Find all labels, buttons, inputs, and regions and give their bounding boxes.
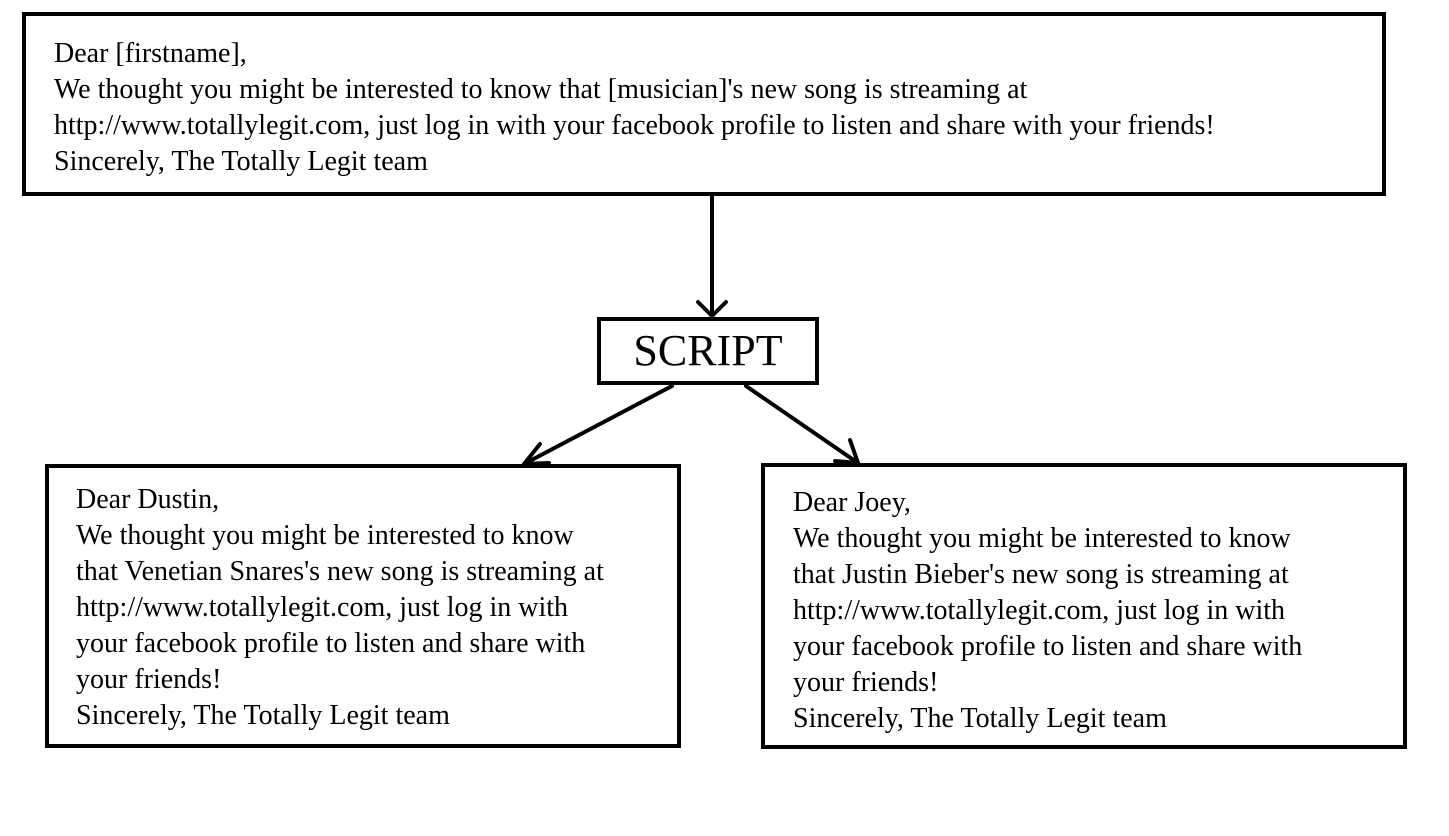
output-body-line: your facebook profile to listen and shar… — [76, 628, 586, 659]
output-letter-box-left: Dear Dustin, We thought you might be int… — [45, 464, 681, 748]
output-signoff: Sincerely, The Totally Legit team — [793, 703, 1167, 734]
script-label: SCRIPT — [633, 326, 783, 375]
template-body-line: http://www.totallylegit.com, just log in… — [54, 110, 1215, 141]
output-signoff: Sincerely, The Totally Legit team — [76, 700, 450, 731]
output-body-line: your friends! — [76, 664, 222, 695]
output-greeting: Dear Joey, — [793, 487, 911, 518]
script-to-right-output-arrow — [744, 384, 860, 465]
output-body-line: We thought you might be interested to kn… — [793, 523, 1291, 554]
output-body-line: We thought you might be interested to kn… — [76, 520, 574, 551]
output-body-line: your facebook profile to listen and shar… — [793, 631, 1303, 662]
template-to-script-arrow — [696, 194, 728, 318]
script-box: SCRIPT — [597, 317, 819, 385]
template-body-line: We thought you might be interested to kn… — [54, 74, 1028, 105]
output-body-line: http://www.totallylegit.com, just log in… — [793, 595, 1286, 626]
output-greeting: Dear Dustin, — [76, 484, 220, 515]
output-body-line: http://www.totallylegit.com, just log in… — [76, 592, 569, 623]
output-body-line: your friends! — [793, 667, 939, 698]
output-body-line: that Justin Bieber's new song is streami… — [793, 559, 1289, 590]
output-body-line: that Venetian Snares's new song is strea… — [76, 556, 604, 587]
script-to-left-output-arrow — [522, 384, 674, 466]
output-letter-box-right: Dear Joey, We thought you might be inter… — [761, 463, 1407, 749]
template-letter-box: Dear [firstname], We thought you might b… — [22, 12, 1386, 196]
template-signoff: Sincerely, The Totally Legit team — [54, 146, 428, 177]
template-greeting: Dear [firstname], — [54, 38, 247, 69]
